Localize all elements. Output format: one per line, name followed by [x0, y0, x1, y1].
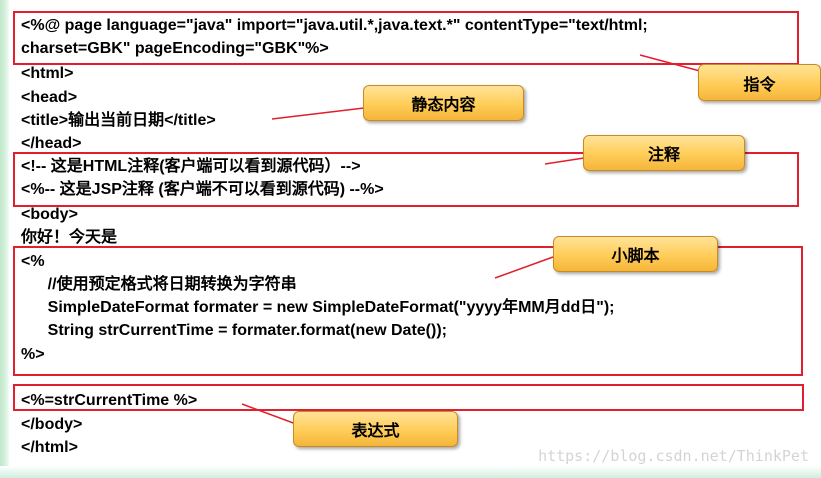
scriptlet-box — [13, 246, 803, 376]
expression-leader — [241, 403, 297, 425]
static-content-leader — [271, 107, 365, 120]
directive-box — [13, 11, 799, 65]
comment-callout: 注释 — [583, 135, 745, 171]
static-content-callout: 静态内容 — [363, 85, 524, 121]
code-line-7: <!-- 这是HTML注释(客户端可以看到源代码）--> — [21, 158, 361, 175]
bottom-decor-strip — [0, 466, 821, 478]
code-line-14: String strCurrentTime = formater.format(… — [21, 322, 447, 339]
comment-box — [13, 152, 799, 207]
code-line-5: <title>输出当前日期</title> — [21, 112, 216, 129]
code-line-1: <%@ page language="java" import="java.ut… — [21, 17, 648, 34]
scriptlet-leader — [494, 256, 554, 279]
directive-leader — [639, 54, 701, 72]
code-line-12: //使用预定格式将日期转换为字符串 — [21, 276, 297, 293]
code-line-13: SimpleDateFormat formater = new SimpleDa… — [21, 299, 615, 316]
code-line-3: <html> — [21, 65, 74, 82]
comment-leader — [544, 157, 585, 165]
code-line-4: <head> — [21, 89, 78, 106]
code-line-6: </head> — [21, 135, 82, 152]
directive-callout: 指令 — [698, 64, 821, 101]
code-line-8: <%-- 这是JSP注释 (客户端不可以看到源代码) --%> — [21, 181, 384, 198]
left-decor-strip — [0, 0, 10, 478]
code-line-19: </html> — [21, 439, 78, 456]
scriptlet-callout: 小脚本 — [553, 236, 718, 272]
code-line-2: charset=GBK" pageEncoding="GBK"%> — [21, 40, 329, 57]
expression-callout: 表达式 — [293, 411, 458, 447]
watermark: https://blog.csdn.net/ThinkPet — [538, 447, 809, 465]
code-line-9: <body> — [21, 206, 78, 223]
code-line-10: 你好！今天是 — [21, 229, 118, 246]
expression-box — [13, 384, 804, 411]
code-line-11: <% — [21, 253, 45, 270]
code-line-18: </body> — [21, 416, 83, 433]
code-line-17: <%=strCurrentTime %> — [21, 392, 198, 409]
code-line-15: %> — [21, 346, 45, 363]
